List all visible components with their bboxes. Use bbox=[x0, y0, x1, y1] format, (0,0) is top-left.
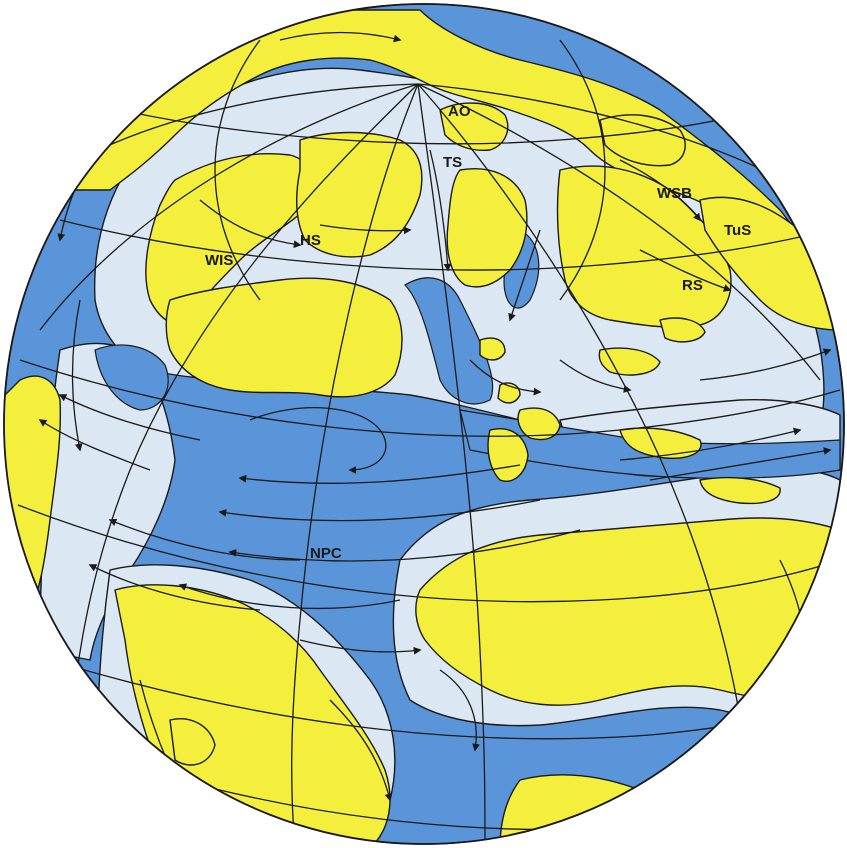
label-npc: NPC bbox=[310, 545, 342, 562]
label-ts: TS bbox=[443, 154, 462, 171]
label-ao: AO bbox=[448, 103, 471, 120]
current-arrow bbox=[299, 639, 422, 655]
label-rs: RS bbox=[682, 277, 703, 294]
label-tus: TuS bbox=[724, 222, 751, 239]
current-arrow bbox=[508, 229, 541, 322]
current-arrow bbox=[639, 249, 732, 292]
current-arrow bbox=[279, 31, 402, 43]
current-arrow bbox=[228, 529, 581, 562]
globe-outline bbox=[3, 3, 845, 845]
current-arrow bbox=[38, 419, 151, 471]
current-arrow bbox=[178, 583, 401, 610]
current-arrow bbox=[249, 407, 387, 474]
current-arrow bbox=[429, 149, 452, 272]
map-labels: AO TS WSB TuS WIS HS RS NPC bbox=[205, 103, 751, 562]
current-arrow bbox=[108, 518, 301, 561]
label-hs: HS bbox=[300, 232, 321, 249]
current-arrow bbox=[88, 564, 261, 611]
label-wsb: WSB bbox=[657, 185, 692, 202]
current-arrow bbox=[619, 159, 701, 222]
current-arrow bbox=[58, 394, 201, 441]
current-arrow bbox=[649, 447, 832, 481]
current-arrow bbox=[319, 224, 412, 235]
current-arrow bbox=[619, 427, 802, 461]
current-arrow bbox=[71, 299, 83, 452]
current-arrow bbox=[199, 199, 302, 249]
current-arrow bbox=[439, 669, 480, 752]
current-arrow bbox=[469, 359, 542, 396]
label-wis: WIS bbox=[205, 252, 233, 269]
land-masses bbox=[4, 9, 841, 844]
current-arrow bbox=[218, 499, 541, 522]
ocean-currents bbox=[38, 31, 832, 802]
current-arrow bbox=[559, 359, 632, 393]
current-arrow bbox=[238, 464, 521, 484]
current-arrow bbox=[699, 348, 832, 381]
current-arrow bbox=[329, 699, 393, 802]
